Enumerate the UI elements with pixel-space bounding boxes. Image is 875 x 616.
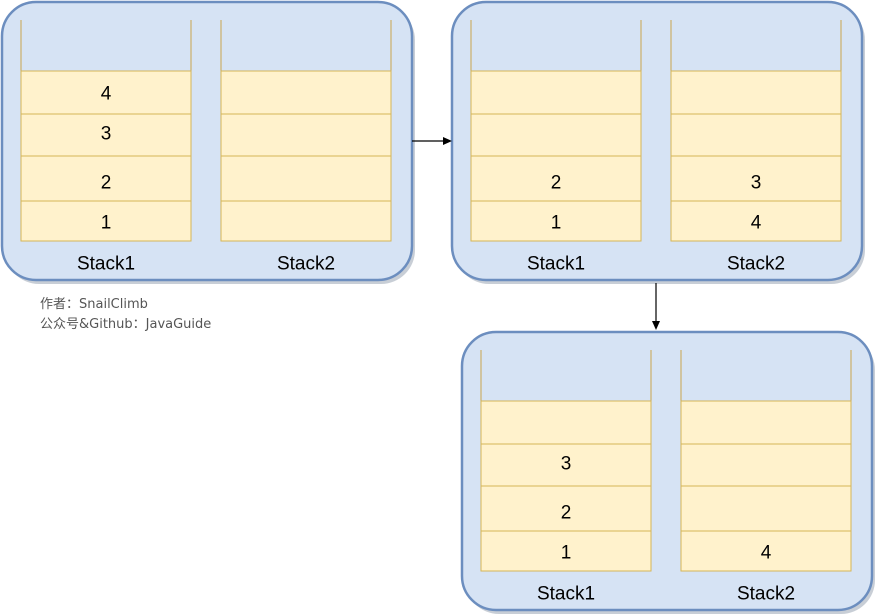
stack-cell bbox=[680, 530, 852, 572]
stack-cell-value: 3 bbox=[561, 454, 572, 475]
arrow-right-head bbox=[443, 137, 452, 145]
stack-cell bbox=[20, 200, 192, 242]
stack-label: Stack2 bbox=[727, 254, 785, 275]
stack-cell bbox=[220, 113, 392, 157]
stack-cell-value: 2 bbox=[101, 173, 112, 194]
stack-cell bbox=[680, 400, 852, 445]
stack-cell-value: 3 bbox=[101, 124, 112, 145]
stack-cell-value: 4 bbox=[101, 84, 112, 105]
stack-cell bbox=[470, 200, 642, 242]
caption-author: 作者：SnailClimb bbox=[40, 297, 148, 312]
stack-cell bbox=[670, 70, 842, 115]
stack-label: Stack1 bbox=[537, 584, 595, 605]
stack-cell bbox=[680, 485, 852, 532]
stack-cell bbox=[480, 530, 652, 572]
stack-label: Stack2 bbox=[277, 254, 335, 275]
stack-cell-value: 1 bbox=[561, 543, 572, 564]
stack-cell bbox=[670, 113, 842, 157]
stack-label: Stack1 bbox=[527, 254, 585, 275]
stack-cell-value: 1 bbox=[551, 213, 562, 234]
stack-cell bbox=[220, 70, 392, 115]
stack-cell bbox=[470, 113, 642, 157]
stack-cell bbox=[480, 400, 652, 445]
stack-label: Stack2 bbox=[737, 584, 795, 605]
arrow-down-head bbox=[652, 321, 660, 330]
caption-source: 公众号&Github：JavaGuide bbox=[40, 317, 212, 332]
stack-cell bbox=[470, 155, 642, 202]
stack-label: Stack1 bbox=[77, 254, 135, 275]
stack-cell bbox=[670, 200, 842, 242]
stack-cell-value: 2 bbox=[561, 503, 572, 524]
stack-cell-value: 3 bbox=[751, 173, 762, 194]
stack-cell bbox=[470, 70, 642, 115]
stack-cell bbox=[480, 485, 652, 532]
stack-cell bbox=[680, 443, 852, 487]
stack-cell bbox=[220, 200, 392, 242]
stack-cell-value: 4 bbox=[751, 213, 762, 234]
stack-cell bbox=[20, 113, 192, 157]
stack-cell bbox=[20, 70, 192, 115]
stack-2: Stack2 bbox=[220, 20, 392, 275]
stack-cell bbox=[220, 155, 392, 202]
stack-cell bbox=[480, 443, 652, 487]
stack-cell-value: 1 bbox=[101, 213, 112, 234]
stack-cell bbox=[670, 155, 842, 202]
stack-cell-value: 4 bbox=[761, 543, 772, 564]
stack-cell-value: 2 bbox=[551, 173, 562, 194]
